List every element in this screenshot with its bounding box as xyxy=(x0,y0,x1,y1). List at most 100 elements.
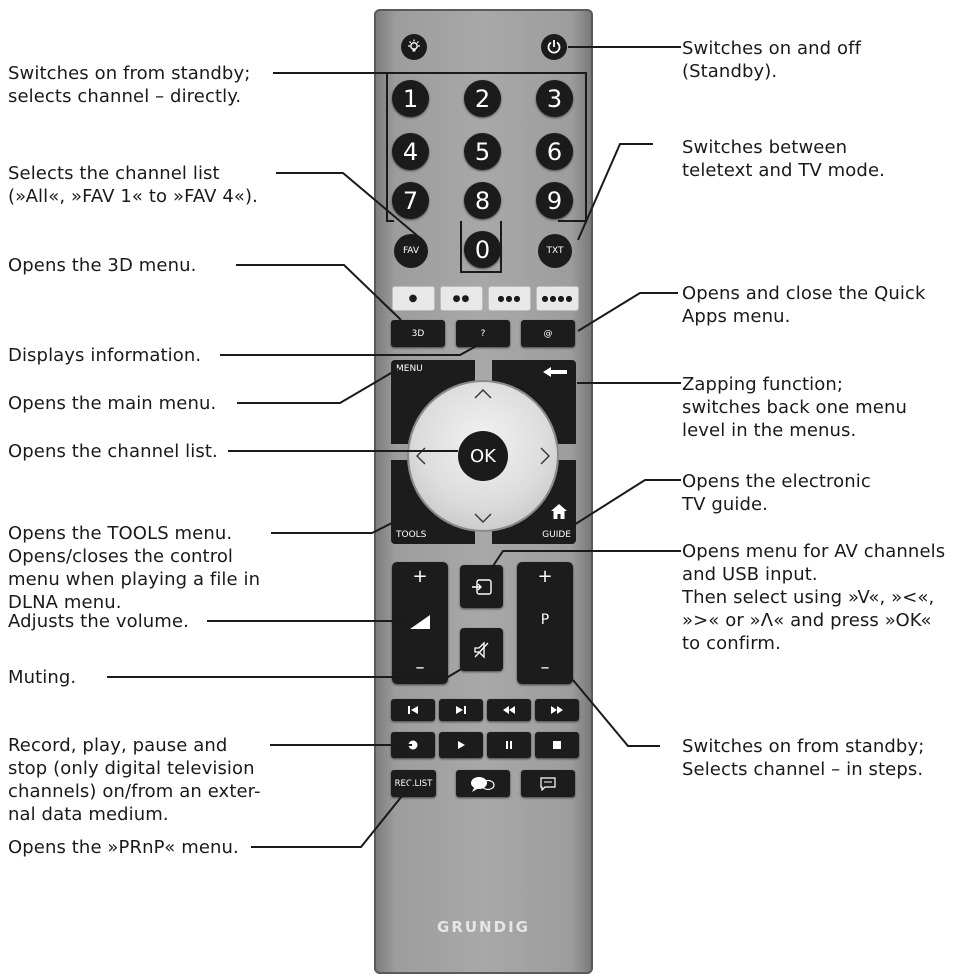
label-line: level in the menus. xyxy=(682,420,857,441)
source-button[interactable] xyxy=(460,565,503,608)
skip-forward-icon xyxy=(456,706,466,714)
label-line: Opens the 3D menu. xyxy=(8,255,197,276)
digit-8-button[interactable]: 8 xyxy=(464,182,501,219)
subtitle-icon xyxy=(540,776,556,791)
label-line: »>« or »Λ« and press »OK« xyxy=(682,610,932,631)
label-line: Zapping function; xyxy=(682,374,844,395)
play-button[interactable] xyxy=(439,732,483,758)
volume-down-label: – xyxy=(415,657,425,678)
pause-button[interactable] xyxy=(487,732,531,758)
label-line: Record, play, pause and xyxy=(8,735,228,756)
label-tools: Opens the TOOLS menu. Opens/closes the c… xyxy=(8,522,260,614)
label-line: Opens the »PRnP« menu. xyxy=(8,837,239,858)
quick-apps-button[interactable]: @ xyxy=(521,320,575,347)
skip-back-button[interactable] xyxy=(391,699,435,721)
direction-arrows-icon xyxy=(416,389,550,523)
label-line: Opens/closes the control xyxy=(8,546,234,567)
label-line: (Standby). xyxy=(682,61,778,82)
record-icon xyxy=(408,740,418,750)
label-mute: Muting. xyxy=(8,666,76,689)
digit-4-button[interactable]: 4 xyxy=(392,133,429,170)
red-key[interactable]: ● xyxy=(392,286,435,311)
play-icon xyxy=(458,741,465,749)
info-button[interactable]: ? xyxy=(456,320,510,347)
label-program: Switches on from standby; Selects channe… xyxy=(682,735,924,781)
label-line: to confirm. xyxy=(682,633,781,654)
blue-key[interactable]: ●●●● xyxy=(536,286,579,311)
volume-ramp-icon xyxy=(410,615,430,629)
label-line: Switches on from standby; xyxy=(8,63,251,84)
fast-forward-button[interactable] xyxy=(535,699,579,721)
volume-rocker[interactable]: + – xyxy=(392,562,448,684)
green-key[interactable]: ●● xyxy=(440,286,483,311)
digit-6-button[interactable]: 6 xyxy=(536,133,573,170)
subtitle-button[interactable] xyxy=(521,770,575,797)
label-digits-standby: Switches on from standby; selects channe… xyxy=(8,62,250,108)
voice-button[interactable] xyxy=(456,770,510,797)
fast-forward-icon xyxy=(551,706,563,714)
ok-button[interactable]: OK xyxy=(458,431,508,481)
yellow-key[interactable]: ●●● xyxy=(488,286,531,311)
label-line: channels) on/from an exter- xyxy=(8,781,261,802)
label-line: teletext and TV mode. xyxy=(682,160,885,181)
label-line: Apps menu. xyxy=(682,306,791,327)
label-line: stop (only digital television xyxy=(8,758,255,779)
program-label: P xyxy=(540,612,550,628)
mute-button[interactable] xyxy=(460,628,503,671)
label-line: TV guide. xyxy=(682,494,768,515)
label-line: and USB input. xyxy=(682,564,818,585)
digit-9-button[interactable]: 9 xyxy=(536,182,573,219)
label-line: Opens the channel list. xyxy=(8,441,218,462)
label-line: Opens the main menu. xyxy=(8,393,217,414)
pause-icon xyxy=(506,741,512,749)
mute-icon xyxy=(473,640,488,659)
label-source: Opens menu for AV channels and USB input… xyxy=(682,540,945,655)
tools-label: TOOLS xyxy=(396,530,427,540)
fav-button[interactable]: FAV xyxy=(394,234,428,268)
label-line: Displays information. xyxy=(8,345,202,366)
label-line: Then select using »V«, »<«, xyxy=(682,587,935,608)
label-line: Opens and close the Quick xyxy=(682,283,926,304)
label-power: Switches on and off (Standby). xyxy=(682,37,861,83)
label-line: (»All«, »FAV 1« to »FAV 4«). xyxy=(8,186,258,207)
power-icon xyxy=(547,40,561,54)
label-ok: Opens the channel list. xyxy=(8,440,218,463)
power-button[interactable] xyxy=(541,34,567,60)
skip-back-icon xyxy=(408,706,418,714)
program-rocker[interactable]: + P – xyxy=(517,562,573,684)
light-button[interactable] xyxy=(401,34,427,60)
digit-2-button[interactable]: 2 xyxy=(464,80,501,117)
program-up-label: + xyxy=(537,566,553,587)
digit-3-button[interactable]: 3 xyxy=(536,80,573,117)
back-arrow-icon xyxy=(543,367,567,377)
brand-logo: GRUNDIG xyxy=(437,918,530,936)
volume-up-label: + xyxy=(412,566,428,587)
digit-0-button[interactable]: 0 xyxy=(464,231,501,268)
label-line: Switches on from standby; xyxy=(682,736,925,757)
speech-bubble-icon xyxy=(471,776,495,792)
rewind-button[interactable] xyxy=(487,699,531,721)
label-back: Zapping function; switches back one menu… xyxy=(682,373,907,442)
label-line: switches back one menu xyxy=(682,397,907,418)
digit-1-button[interactable]: 1 xyxy=(392,80,429,117)
label-line: nal data medium. xyxy=(8,804,169,825)
label-line: Selects channel – in steps. xyxy=(682,759,924,780)
input-source-icon xyxy=(471,578,492,595)
label-3d: Opens the 3D menu. xyxy=(8,254,196,277)
skip-forward-button[interactable] xyxy=(439,699,483,721)
menu-label: MENU xyxy=(396,364,423,374)
label-info: Displays information. xyxy=(8,344,201,367)
home-icon xyxy=(551,504,567,519)
txt-button[interactable]: TXT xyxy=(538,234,572,268)
label-line: selects channel – directly. xyxy=(8,86,242,107)
rewind-icon xyxy=(503,706,515,714)
label-line: DLNA menu. xyxy=(8,592,122,613)
digit-7-button[interactable]: 7 xyxy=(392,182,429,219)
digit-5-button[interactable]: 5 xyxy=(464,133,501,170)
label-line: Muting. xyxy=(8,667,77,688)
rec-list-button[interactable]: REC.LIST xyxy=(391,770,436,797)
stop-button[interactable] xyxy=(535,732,579,758)
stop-icon xyxy=(553,741,561,749)
3d-button[interactable]: 3D xyxy=(391,320,445,347)
